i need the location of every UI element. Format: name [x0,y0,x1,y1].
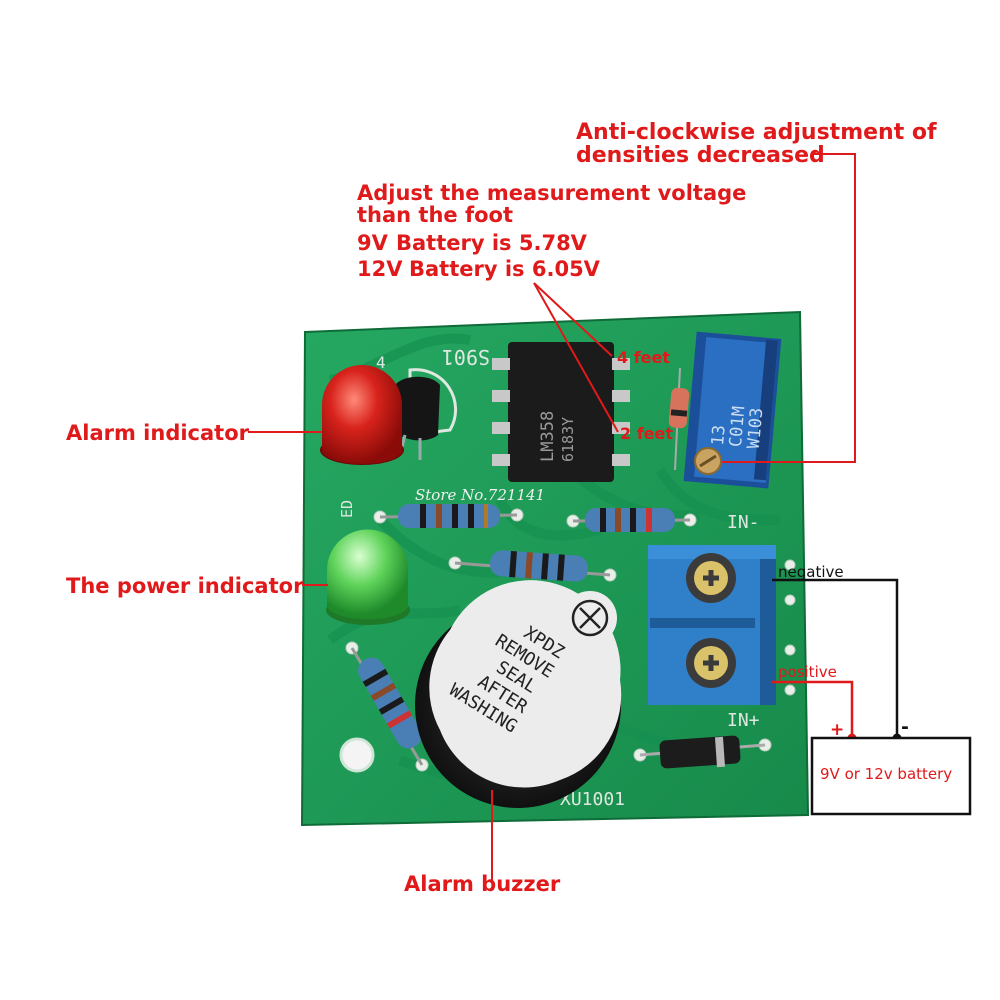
lm358-ic: LM358 6183Y [492,342,630,482]
pot-label-2: C01M [726,405,749,448]
feet2-line [533,282,619,433]
signal-diode [668,367,690,471]
resistor-4 [350,647,424,766]
anticlockwise-text-line2: densities decreased [576,143,825,168]
feet2-label: 2 feet [620,424,673,443]
power-diode [639,735,766,769]
power-indicator-label: The power indicator [66,574,304,598]
negative-label: negative [778,563,844,581]
battery12-text: Battery is 6.05V [409,257,601,281]
potentiometer: 13 C01M W103 [683,331,782,489]
battery9-prefix: 9V [357,231,389,255]
green-led [326,529,410,625]
ic-label-2: 6183Y [559,417,577,462]
battery9-text: Battery is 5.78V [396,231,588,255]
silkscreen-xu1001: XU1001 [560,789,625,810]
buzzer: XPDZ REMOVE SEAL AFTER WASHING [415,580,622,808]
annotation-lines [248,153,856,882]
resistor-1 [379,504,518,528]
pot-label-1: 13 [708,424,730,446]
plus-sign: + [830,720,844,740]
anticlockwise-text-line1: Anti-clockwise adjustment of [576,120,937,145]
adjust-text-line1: Adjust the measurement voltage [357,181,746,205]
silkscreen-s901: S901 [442,345,490,369]
silkscreen-digit: 4 [376,353,386,372]
battery-box-label: 9V or 12v battery [820,765,952,783]
silkscreen-in-minus: IN- [727,512,760,533]
positive-wire [772,680,854,738]
remove-seal-icon [571,599,609,637]
terminal-block [648,545,776,705]
minus-sign: - [901,716,909,738]
battery12-prefix: 12V [357,257,403,281]
resistor-2 [572,508,691,532]
transistor [393,368,458,460]
silkscreen-in-plus: IN+ [727,710,760,731]
red-led [320,365,404,465]
adjust-text-line2: than the foot [357,203,513,227]
feet4-line [533,282,613,357]
battery-wiring [772,578,972,816]
negative-wire [772,578,899,738]
anticlockwise-line [722,153,856,463]
feet4-label: 4 feet [617,348,670,367]
positive-label: positive [778,663,837,681]
alarm-indicator-label: Alarm indicator [66,421,250,445]
ic-label-1: LM358 [538,411,558,462]
store-watermark: Store No.721141 [415,486,545,504]
pot-label-3: W103 [744,407,767,450]
resistor-3 [454,550,611,582]
alarm-buzzer-label: Alarm buzzer [404,872,561,896]
mounting-hole [339,737,375,773]
silkscreen-ed: ED [338,500,356,518]
battery-box [810,736,972,816]
